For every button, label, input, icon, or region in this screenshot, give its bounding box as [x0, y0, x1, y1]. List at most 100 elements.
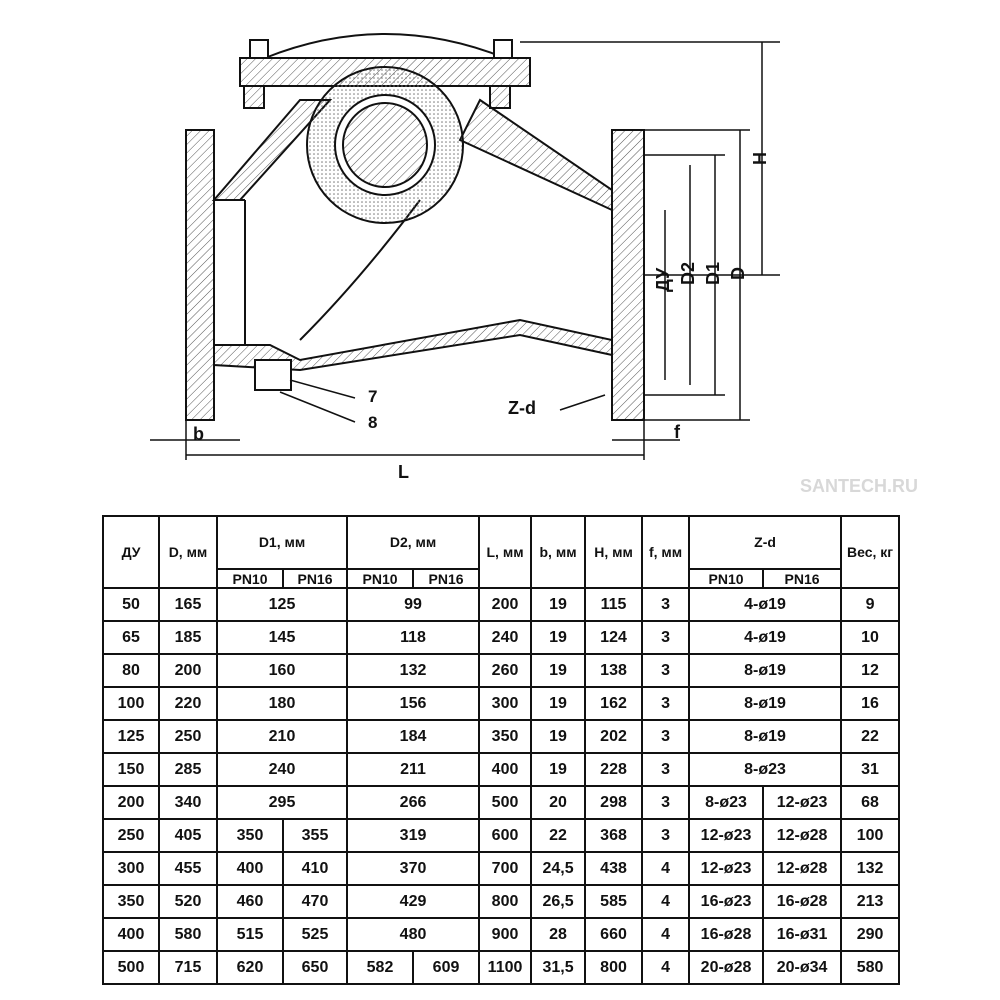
dimensions-table: ДУ D, мм D1, мм D2, мм L, мм b, мм H, мм…	[102, 515, 901, 985]
table-cell: 180	[215, 686, 349, 721]
table-cell: 260	[478, 653, 533, 688]
table-cell: 355	[281, 818, 349, 853]
table-cell: 8-ø19	[688, 719, 843, 754]
table-cell: 470	[281, 884, 349, 919]
table-cell: 20-ø28	[688, 950, 765, 985]
table-cell: 300	[478, 686, 533, 721]
table-cell: 405	[158, 818, 218, 853]
table-cell: 290	[840, 917, 901, 952]
table-cell: 582	[346, 950, 415, 985]
table-cell: 12-ø28	[762, 851, 843, 886]
table-cell: 585	[584, 884, 644, 919]
table-cell: 3	[641, 818, 691, 853]
label-part-7: 7	[368, 387, 377, 406]
table-cell: 22	[530, 818, 587, 853]
label-DN: ДУ	[653, 267, 673, 292]
table-cell: 19	[530, 752, 587, 787]
table-cell: 22	[840, 719, 901, 754]
table-cell: 580	[840, 950, 901, 985]
table-cell: 3	[641, 653, 691, 688]
table-cell: 19	[530, 719, 587, 754]
header-d2-pn16: PN16	[412, 568, 481, 589]
table-cell: 8-ø19	[688, 686, 843, 721]
table-cell: 132	[840, 851, 901, 886]
table-cell: 350	[216, 818, 284, 853]
table-cell: 600	[478, 818, 533, 853]
table-cell: 80	[102, 653, 160, 688]
header-weight: Вес, кг	[840, 515, 901, 589]
valve-body	[185, 33, 645, 421]
table-cell: 650	[281, 950, 349, 985]
table-cell: 250	[102, 818, 160, 853]
table-cell: 400	[102, 917, 160, 952]
table-cell: 580	[158, 917, 218, 952]
table-cell: 145	[215, 620, 349, 655]
table-cell: 3	[641, 752, 691, 787]
table-cell: 3	[641, 587, 691, 622]
table-cell: 340	[158, 785, 218, 820]
table-cell: 125	[215, 587, 349, 622]
table-cell: 8-ø19	[688, 653, 843, 688]
table-cell: 520	[158, 884, 218, 919]
table-cell: 228	[584, 752, 644, 787]
table-cell: 19	[530, 587, 587, 622]
table-cell: 715	[158, 950, 218, 985]
table-cell: 9	[840, 587, 901, 622]
table-cell: 240	[215, 752, 349, 787]
table-cell: 20	[530, 785, 587, 820]
table-cell: 124	[584, 620, 644, 655]
table-cell: 800	[478, 884, 533, 919]
table-cell: 3	[641, 686, 691, 721]
table-cell: 620	[216, 950, 284, 985]
header-zd-pn16: PN16	[762, 568, 843, 589]
table-cell: 16-ø28	[688, 917, 765, 952]
table-cell: 19	[530, 620, 587, 655]
label-D2: D2	[678, 262, 698, 285]
table-cell: 200	[102, 785, 160, 820]
label-L: L	[398, 462, 409, 482]
label-D1: D1	[703, 262, 723, 285]
table-cell: 10	[840, 620, 901, 655]
header-d2-pn10: PN10	[346, 568, 415, 589]
table-cell: 31	[840, 752, 901, 787]
table-cell: 300	[102, 851, 160, 886]
table-cell: 50	[102, 587, 160, 622]
dimension-lines	[150, 41, 780, 460]
table-cell: 138	[584, 653, 644, 688]
table-cell: 160	[215, 653, 349, 688]
table-cell: 150	[102, 752, 160, 787]
table-cell: 210	[215, 719, 349, 754]
header-dn: ДУ	[102, 515, 160, 589]
table-cell: 4-ø19	[688, 620, 843, 655]
table-cell: 12-ø28	[762, 818, 843, 853]
table-cell: 660	[584, 917, 644, 952]
table-cell: 500	[102, 950, 160, 985]
label-H: H	[750, 152, 770, 165]
header-d1-pn10: PN10	[216, 568, 284, 589]
table-cell: 370	[346, 851, 481, 886]
label-Zd: Z-d	[508, 398, 536, 418]
table-cell: 132	[346, 653, 481, 688]
table-cell: 4	[641, 851, 691, 886]
header-d2: D2, мм	[346, 515, 481, 570]
table-cell: 8-ø23	[688, 785, 765, 820]
table-cell: 125	[102, 719, 160, 754]
table-cell: 266	[346, 785, 481, 820]
label-part-8: 8	[368, 413, 377, 432]
table-cell: 19	[530, 686, 587, 721]
table-cell: 202	[584, 719, 644, 754]
table-cell: 438	[584, 851, 644, 886]
table-cell: 350	[102, 884, 160, 919]
table-cell: 800	[584, 950, 644, 985]
label-f: f	[674, 422, 681, 442]
